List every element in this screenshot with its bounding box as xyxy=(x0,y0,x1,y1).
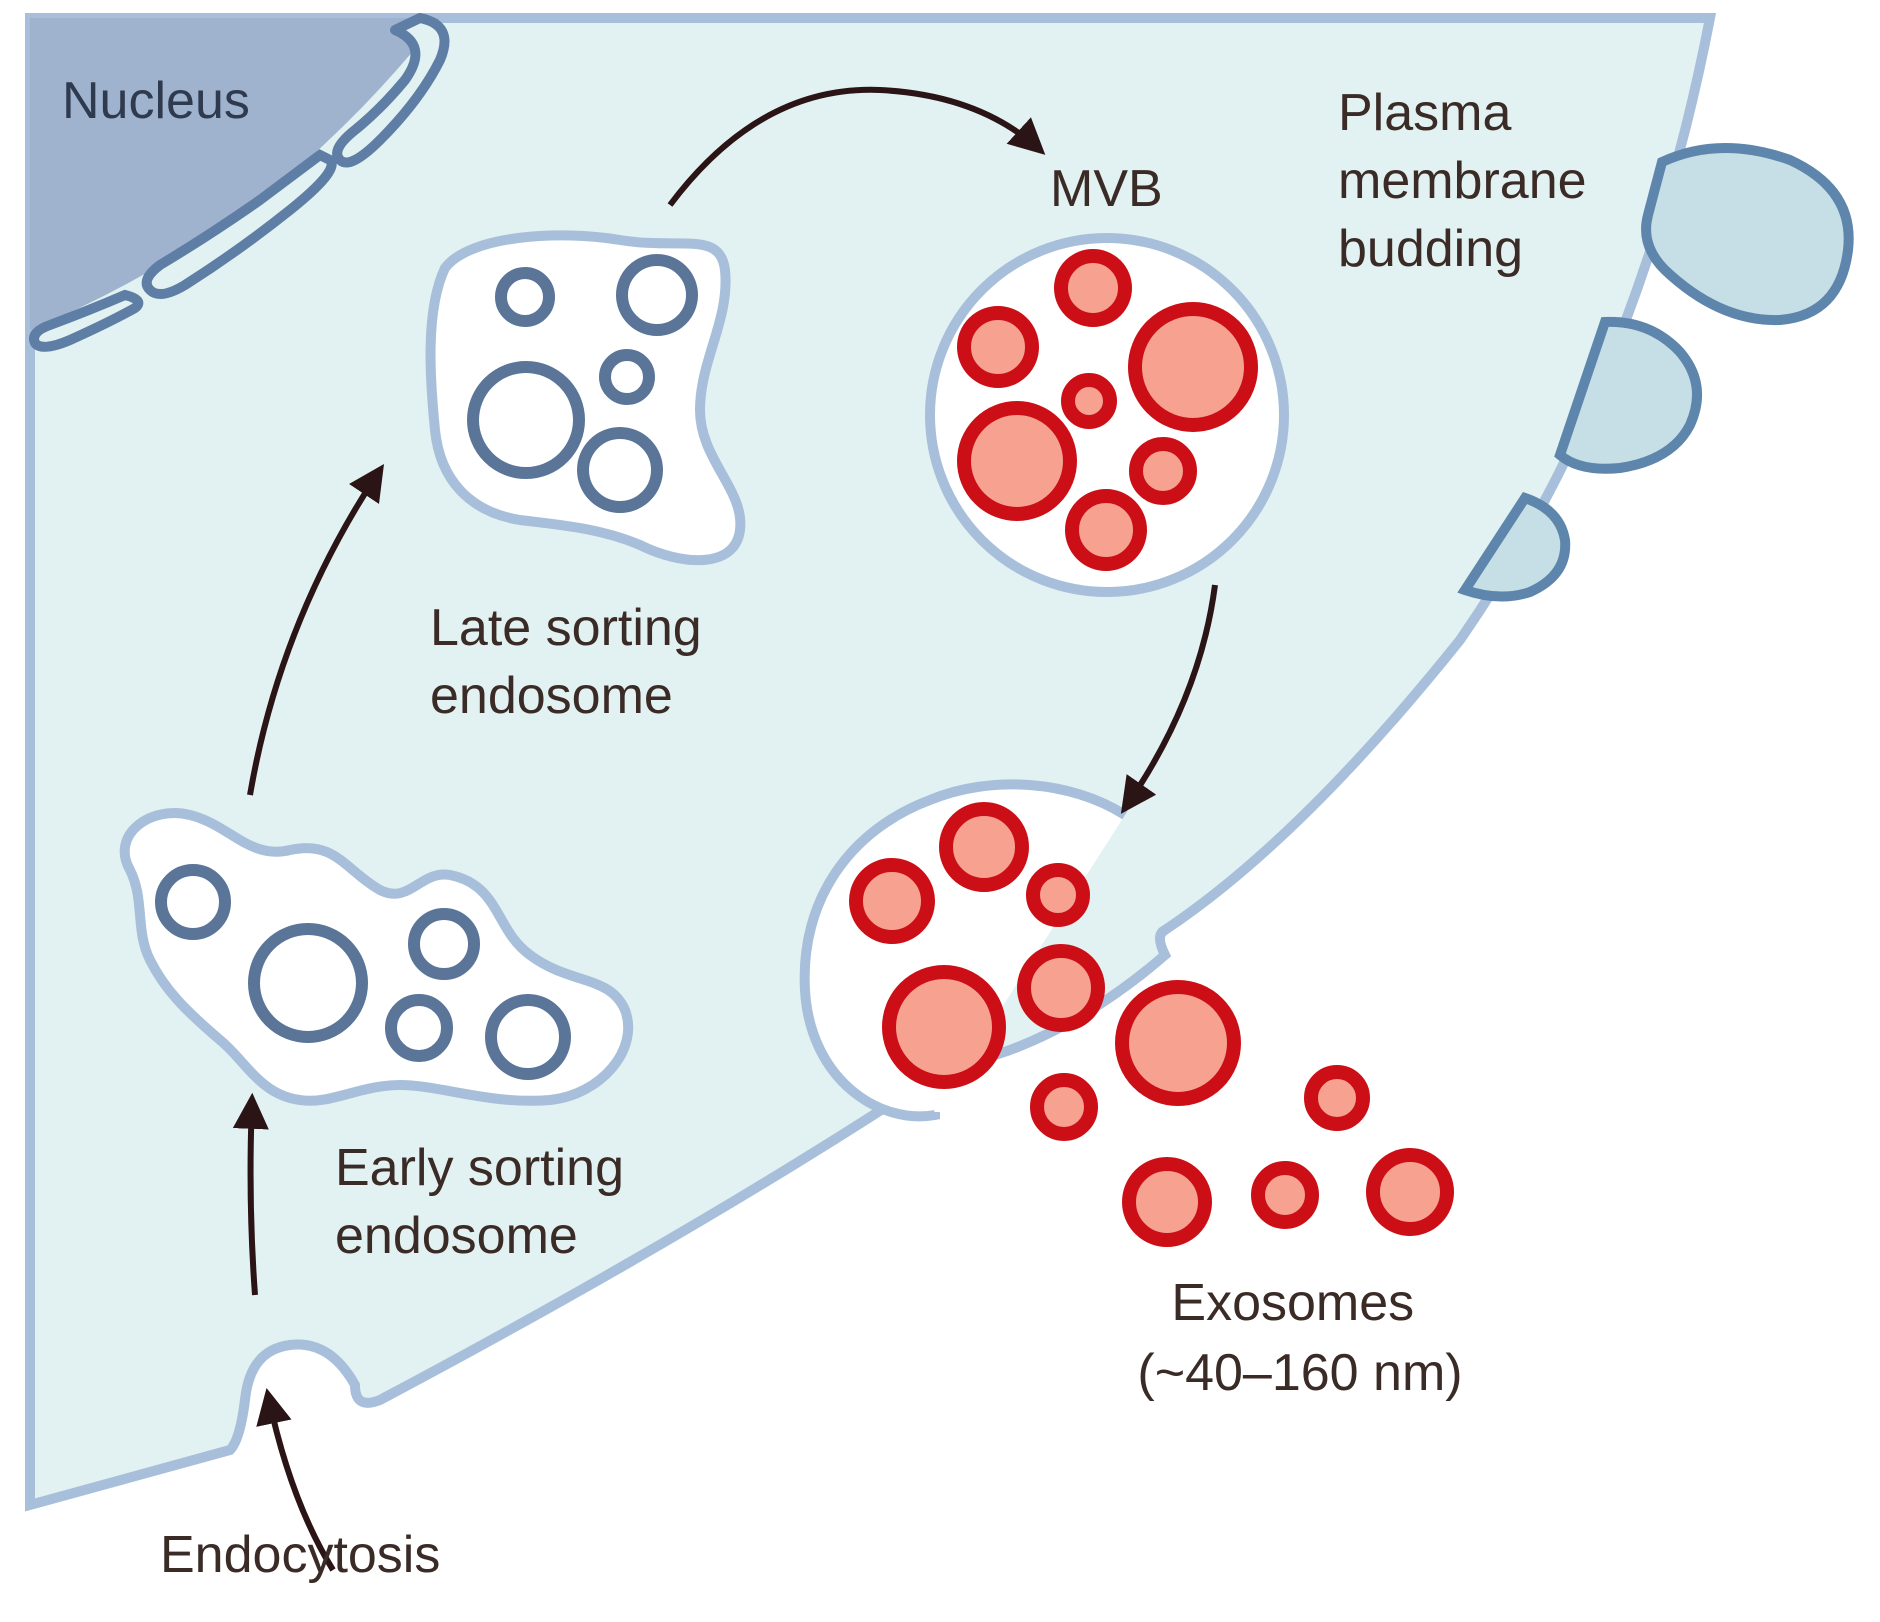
exosomes xyxy=(849,802,1454,1247)
nucleus: Nucleus xyxy=(29,13,450,352)
exosome xyxy=(1017,944,1105,1032)
arrow-early-to-late-icon xyxy=(247,464,384,796)
nucleus-label: Nucleus xyxy=(62,72,250,130)
intraluminal-vesicle xyxy=(1129,437,1197,505)
vesicle xyxy=(408,908,480,980)
exosome xyxy=(1251,1161,1319,1229)
late-sorting-endosome-label: Late sorting endosome xyxy=(430,599,716,725)
mvb: MVB xyxy=(925,160,1289,597)
exosome xyxy=(882,965,1006,1089)
vesicle xyxy=(467,361,585,479)
vesicle xyxy=(577,427,663,513)
intraluminal-vesicle xyxy=(957,401,1077,521)
arrow-early-to-early-icon xyxy=(232,1092,269,1296)
intraluminal-vesicle xyxy=(1065,489,1147,571)
vesicle xyxy=(248,923,368,1043)
exosomes-label: Exosomes (~40–160 nm) xyxy=(1137,1274,1462,1402)
vesicle xyxy=(485,994,571,1080)
exosome xyxy=(1026,863,1090,927)
exosome xyxy=(1122,1157,1212,1247)
intraluminal-vesicle xyxy=(957,306,1039,388)
early-sorting-endosome-label: Early sorting endosome xyxy=(335,1139,638,1265)
intraluminal-vesicle xyxy=(1061,373,1117,429)
intraluminal-vesicle xyxy=(1054,249,1132,327)
vesicle xyxy=(385,994,453,1062)
arrow-endocytosis-icon xyxy=(256,1387,336,1572)
exosome xyxy=(1030,1073,1098,1141)
vesicle xyxy=(616,254,698,336)
late-sorting-endosome xyxy=(425,230,746,566)
exosome xyxy=(1115,980,1241,1106)
exosome xyxy=(939,802,1029,892)
exosome xyxy=(1304,1065,1370,1131)
arrow-mvb-to-membrane-icon xyxy=(1120,584,1218,814)
intraluminal-vesicle xyxy=(1128,302,1258,432)
exosome xyxy=(1366,1148,1454,1236)
endocytosis-label: Endocytosis xyxy=(160,1526,440,1584)
exosome xyxy=(849,858,935,944)
vesicle xyxy=(599,349,655,405)
plasma-membrane-buds xyxy=(1457,143,1854,602)
plasma-membrane-budding-label: Plasma membrane budding xyxy=(1338,84,1601,278)
arrow-late-to-mvb-icon xyxy=(667,86,1046,207)
early-sorting-endosome xyxy=(119,808,634,1106)
vesicle xyxy=(495,267,555,327)
mvb-label: MVB xyxy=(1050,160,1163,218)
vesicle xyxy=(155,864,231,940)
